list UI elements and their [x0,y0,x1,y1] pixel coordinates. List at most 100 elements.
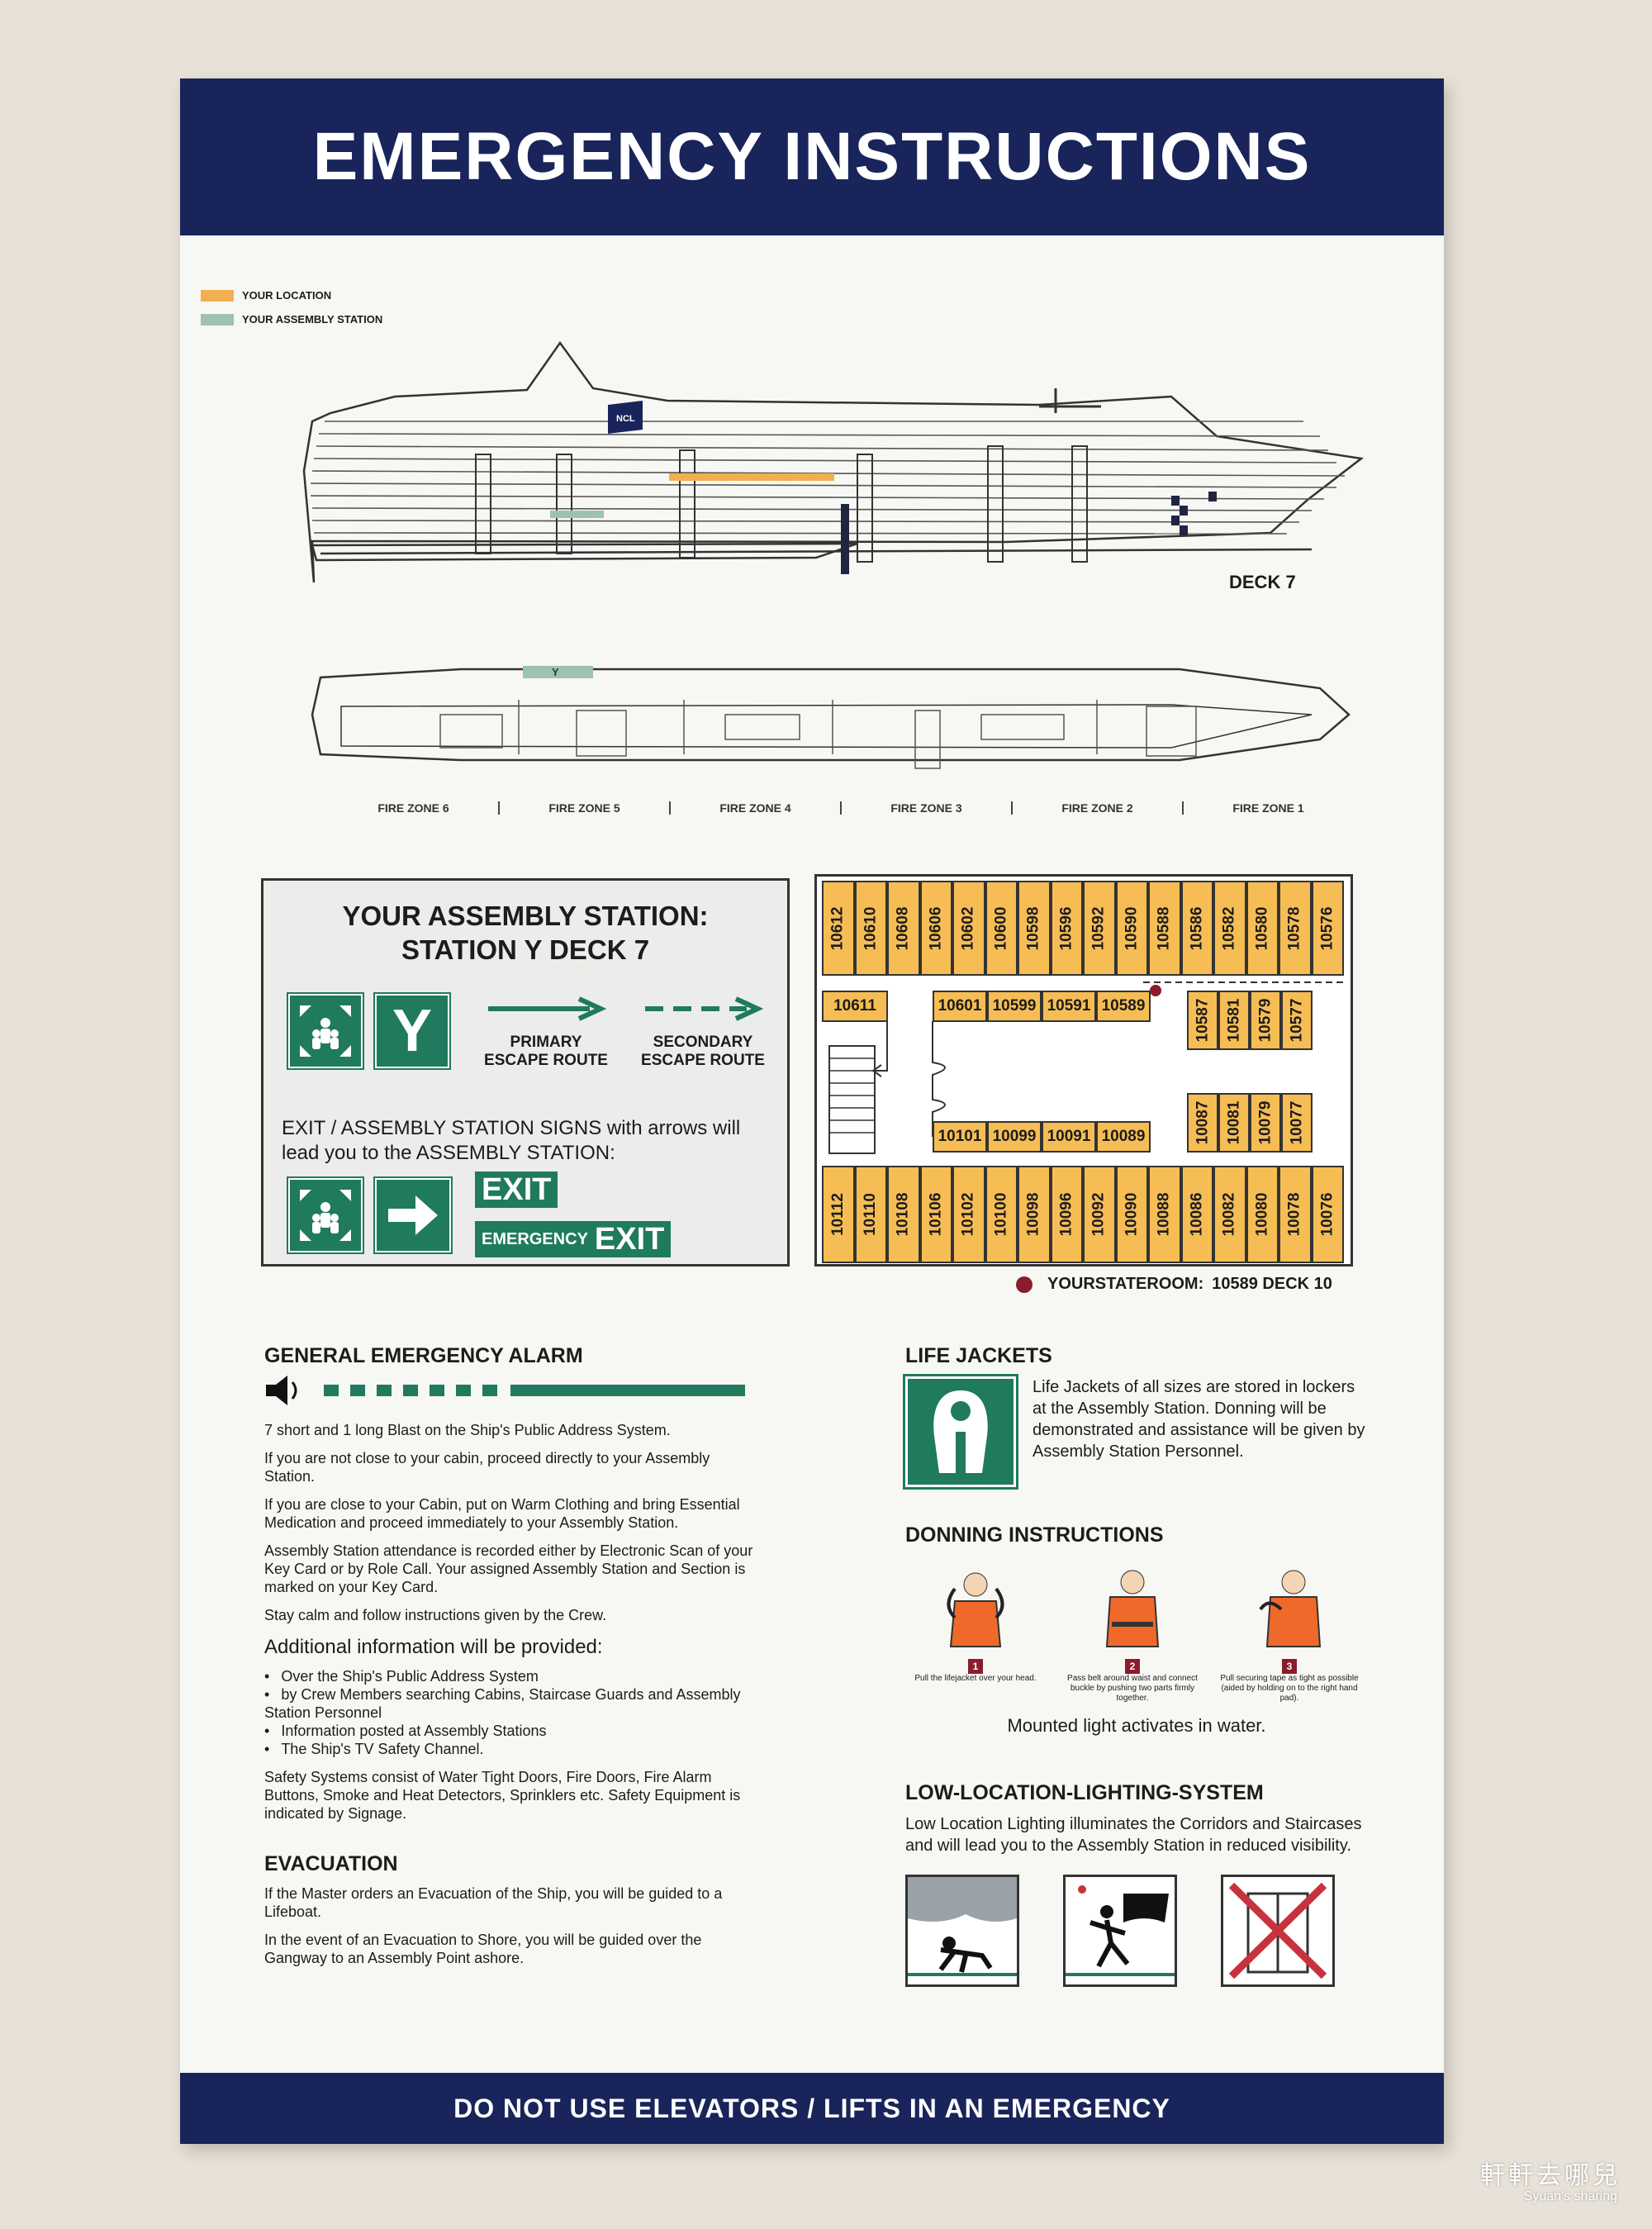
assembly-title-line2: STATION Y DECK 7 [401,934,650,965]
cabin-cell: 10088 [1148,1166,1181,1263]
assembly-title-line1: YOUR ASSEMBLY STATION: [342,901,709,931]
right-column: LIFE JACKETS Life Jackets of all sizes a… [903,1344,1368,1987]
cabin-cell: 10602 [952,881,985,976]
cabin-number: 10108 [894,1192,912,1237]
cabin-number: 10592 [1089,906,1108,950]
cabin-cell: 10092 [1083,1166,1116,1263]
primary-route-label: PRIMARY ESCAPE ROUTE [484,1034,608,1069]
cabin-cell: 10096 [1050,1166,1083,1263]
cabin-number: 10089 [1101,1128,1146,1145]
poster-title: EMERGENCY INSTRUCTIONS [312,119,1312,194]
cabin-cell: 10591 [1042,991,1096,1022]
your-stateroom-marker [1150,985,1161,996]
step-caption: Pass belt around waist and connect buckl… [1067,1674,1198,1703]
list-item: Over the Ship's Public Address System [264,1667,760,1685]
cabin-cell: 10099 [987,1121,1042,1153]
cabin-number: 10588 [1155,906,1173,950]
secondary-route-arrow-icon [645,996,763,1021]
cabin-number: 10611 [833,997,876,1015]
cabin-number: 10099 [992,1128,1037,1145]
cabin-cell: 10582 [1213,881,1246,976]
deck-label: DECK 7 [1229,572,1296,592]
cabin-number: 10579 [1256,998,1274,1043]
cabin-number: 10596 [1057,906,1075,950]
assembly-station-panel: YOUR ASSEMBLY STATION: STATION Y DECK 7 … [261,878,790,1267]
cabin-cell: 10599 [987,991,1042,1022]
speaker-icon [266,1376,297,1405]
primary-route-arrow-icon [488,996,606,1021]
cabin-number: 10100 [992,1192,1010,1237]
cabin-cell: 10079 [1250,1093,1281,1153]
assembly-title: YOUR ASSEMBLY STATION: STATION Y DECK 7 [263,899,787,967]
arrow-right-sign-icon [373,1176,453,1254]
list-item: by Crew Members searching Cabins, Stairc… [264,1685,760,1722]
cabin-number: 10088 [1155,1192,1173,1237]
cabin-number: 10080 [1253,1192,1271,1237]
assembly-info-text: EXIT / ASSEMBLY STATION SIGNS with arrow… [282,1117,741,1164]
cabin-number: 10598 [1024,906,1042,950]
assembly-swatch [201,313,234,326]
cabin-cell: 10112 [822,1166,855,1263]
left-column: GENERAL EMERGENCY ALARM 7 short and 1 lo… [264,1344,760,1977]
cabin-number: 10077 [1288,1100,1305,1145]
cabin-cell: 10081 [1218,1093,1250,1153]
cabin-number: 10610 [862,906,880,950]
stateroom-dot-icon [1016,1276,1032,1293]
emergency-word: EMERGENCY [482,1229,588,1248]
additional-info-heading: Additional information will be provided: [264,1636,603,1658]
header-banner: EMERGENCY INSTRUCTIONS [180,78,1444,235]
no-elevator-icon [1221,1875,1335,1987]
footer-warning: DO NOT USE ELEVATORS / LIFTS IN AN EMERG… [180,2073,1444,2144]
step-caption: Pull securing tape as tight as possible … [1220,1674,1359,1703]
cabin-cell: 10588 [1148,881,1181,976]
cabin-cell: 10090 [1115,1166,1148,1263]
cabin-cell: 10108 [887,1166,920,1263]
step-number: 2 [1125,1659,1140,1674]
cabin-number: 10612 [828,906,847,950]
cabin-cell: 10078 [1279,1166,1312,1263]
corridor-lines [828,981,1346,1154]
cabin-number: 10591 [1047,997,1091,1015]
stateroom-label: YOURSTATEROOM: [1047,1275,1204,1293]
fire-zone-label: FIRE ZONE 2 [1013,801,1184,815]
cabin-number: 10091 [1047,1128,1091,1145]
donning-title: DONNING INSTRUCTIONS [905,1523,1164,1547]
cabin-number: 10098 [1024,1192,1042,1237]
cabin-cell: 10077 [1281,1093,1313,1153]
llls-title: LOW-LOCATION-LIGHTING-SYSTEM [905,1781,1264,1804]
cabin-cell: 10590 [1115,881,1148,976]
cabin-cell: 10076 [1311,1166,1344,1263]
list-item: Information posted at Assembly Stations [264,1722,760,1740]
safety-systems-text: Safety Systems consist of Water Tight Do… [264,1769,741,1822]
alarm-p5: Stay calm and follow instructions given … [264,1607,607,1623]
life-jackets-title: LIFE JACKETS [905,1344,1052,1367]
life-jacket-icon [903,1374,1018,1490]
cabin-cell: 10080 [1246,1166,1279,1263]
ship-logo: NCL [616,414,635,424]
cabin-number: 10078 [1285,1192,1303,1237]
cabin-cell: 10587 [1187,991,1218,1050]
cabin-cell: 10577 [1281,991,1313,1050]
cabin-cell: 10089 [1096,1121,1151,1153]
life-jackets-block: Life Jackets of all sizes are stored in … [903,1374,1368,1490]
cabin-cell: 10586 [1180,881,1213,976]
cabin-number: 10600 [992,906,1010,950]
watermark-subtitle: Syuan's sharing [1523,2189,1617,2203]
alarm-pattern-icon [324,1385,745,1396]
stateroom-value: 10589 DECK 10 [1212,1275,1332,1293]
alarm-title: GENERAL EMERGENCY ALARM [264,1344,583,1367]
cabin-cell: 10598 [1018,881,1051,976]
alarm-p3: If you are close to your Cabin, put on W… [264,1496,740,1531]
cabin-cell: 10580 [1246,881,1279,976]
cabin-number: 10580 [1253,906,1271,950]
emergency-exit-word: EXIT [594,1221,665,1257]
cabin-cell: 10592 [1083,881,1116,976]
cabin-number: 10087 [1194,1100,1211,1145]
cabin-number: 10076 [1318,1192,1336,1237]
person-lifejacket-icon [947,1572,1004,1647]
legend-assembly-label: YOUR ASSEMBLY STATION [242,313,383,326]
alarm-p2: If you are not close to your cabin, proc… [264,1450,710,1485]
cabin-cell: 10102 [952,1166,985,1263]
deck-station-marker: Y [552,666,559,678]
